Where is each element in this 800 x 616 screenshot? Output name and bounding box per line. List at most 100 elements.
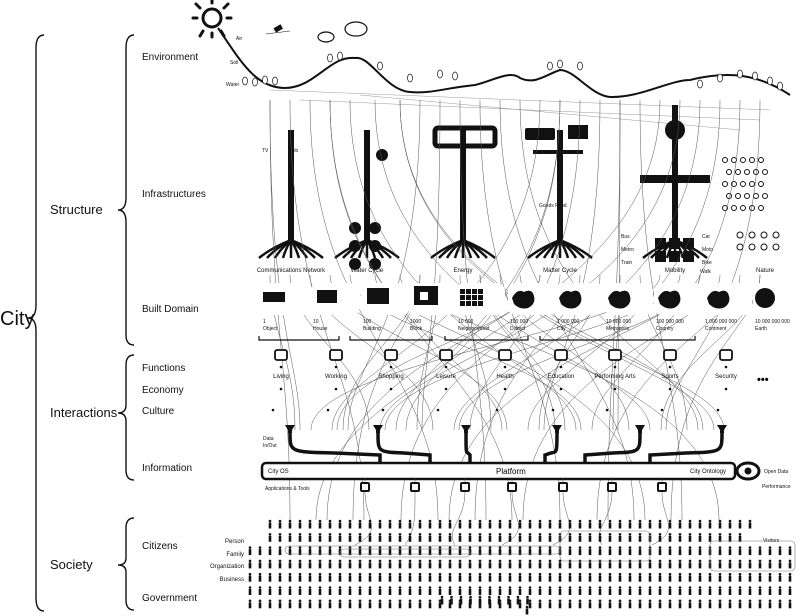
person-icon bbox=[318, 586, 322, 595]
infrastructure-label-communications-network[interactable]: Communications Network bbox=[257, 268, 326, 274]
env-water: Water bbox=[226, 82, 239, 88]
person-icon bbox=[338, 586, 342, 595]
app-tool-icon[interactable] bbox=[404, 479, 420, 546]
city-label: City bbox=[0, 308, 34, 330]
app-tool-icon[interactable] bbox=[598, 479, 617, 546]
person-icon bbox=[518, 572, 522, 582]
infrastructure-label-water-cycle[interactable]: Water Cycle bbox=[351, 268, 384, 274]
person-icon bbox=[408, 533, 412, 542]
person-icon bbox=[298, 533, 302, 542]
person-icon bbox=[328, 572, 332, 582]
function-shopping[interactable]: Shopping bbox=[378, 349, 404, 412]
person-icon bbox=[688, 599, 692, 609]
infra-train: Train bbox=[621, 260, 632, 266]
function-performing-arts[interactable]: Performing Arts bbox=[594, 349, 636, 412]
person-icon bbox=[278, 586, 282, 595]
function-sports[interactable]: Sports bbox=[660, 349, 679, 412]
scale-label: Object bbox=[263, 326, 278, 332]
person-icon bbox=[398, 559, 402, 569]
person-icon bbox=[248, 559, 252, 569]
function-label: Security bbox=[715, 374, 737, 380]
person-icon bbox=[778, 572, 782, 582]
person-icon bbox=[748, 586, 752, 595]
person-icon bbox=[508, 546, 512, 556]
person-icon bbox=[288, 599, 292, 609]
person-icon bbox=[698, 533, 702, 542]
person-icon bbox=[638, 572, 642, 582]
function-leisure[interactable]: Leisure bbox=[436, 349, 456, 412]
connection-line bbox=[543, 99, 601, 431]
function-health[interactable]: Health bbox=[495, 349, 514, 412]
person-icon bbox=[468, 533, 472, 542]
person-icon bbox=[418, 546, 422, 556]
scale-label: Block bbox=[410, 326, 423, 332]
person-icon bbox=[518, 559, 522, 569]
person-icon bbox=[528, 533, 532, 542]
person-icon bbox=[478, 559, 482, 569]
person-icon bbox=[308, 559, 312, 569]
app-tool-icon[interactable] bbox=[552, 479, 570, 546]
tree-icon bbox=[737, 69, 743, 79]
person-icon bbox=[348, 586, 352, 595]
infra-moto: Moto bbox=[702, 247, 713, 253]
tree-icon bbox=[327, 53, 333, 63]
person-icon bbox=[328, 559, 332, 569]
person-icon bbox=[428, 519, 432, 529]
connection-line bbox=[527, 99, 721, 431]
app-tool-icon[interactable] bbox=[451, 479, 470, 546]
person-icon bbox=[358, 546, 362, 556]
person-icon bbox=[698, 599, 702, 609]
env-air: Air bbox=[236, 36, 242, 42]
platform-bar[interactable] bbox=[260, 461, 737, 481]
person-icon bbox=[388, 533, 392, 542]
person-icon bbox=[478, 595, 482, 605]
scale-label: Earth bbox=[755, 326, 767, 332]
interactions-brace bbox=[117, 354, 135, 481]
infrastructure-label-mobility[interactable]: Mobility bbox=[665, 268, 685, 274]
tree-icon bbox=[407, 73, 413, 83]
person-icon bbox=[658, 559, 662, 569]
tree-icon bbox=[767, 76, 773, 86]
person-icon bbox=[538, 572, 542, 582]
person-icon bbox=[588, 586, 592, 595]
function-education[interactable]: Education bbox=[548, 349, 575, 412]
person-icon bbox=[258, 599, 262, 609]
more-functions-icon[interactable]: ••• bbox=[757, 374, 769, 386]
person-icon bbox=[408, 519, 412, 529]
tree-icon bbox=[242, 76, 248, 86]
function-living[interactable]: Living bbox=[271, 349, 289, 412]
scale-label: Neighborhood bbox=[458, 326, 490, 332]
function-security[interactable]: Security bbox=[715, 349, 737, 412]
person-icon bbox=[678, 519, 682, 529]
infrastructure-label-nature[interactable]: Nature bbox=[756, 268, 775, 274]
person-icon bbox=[388, 546, 392, 556]
connection-line bbox=[469, 99, 581, 431]
person-icon bbox=[698, 559, 702, 569]
infrastructure-label-matter-cycle[interactable]: Matter Cycle bbox=[543, 268, 577, 274]
person-icon bbox=[658, 599, 662, 609]
infrastructure-label-energy[interactable]: Energy bbox=[453, 268, 472, 274]
scale-icon bbox=[317, 290, 337, 303]
open-data-label[interactable]: Open Data bbox=[764, 469, 788, 475]
person-icon bbox=[469, 595, 472, 605]
person-icon bbox=[498, 546, 502, 556]
person-icon bbox=[368, 533, 372, 542]
person-icon bbox=[568, 572, 572, 582]
function-working[interactable]: Working bbox=[325, 349, 347, 412]
connection-line bbox=[399, 99, 715, 431]
performance-label[interactable]: Performance bbox=[762, 484, 791, 490]
person-icon bbox=[718, 533, 722, 542]
person-icon bbox=[488, 572, 492, 582]
tree-icon bbox=[252, 77, 258, 87]
